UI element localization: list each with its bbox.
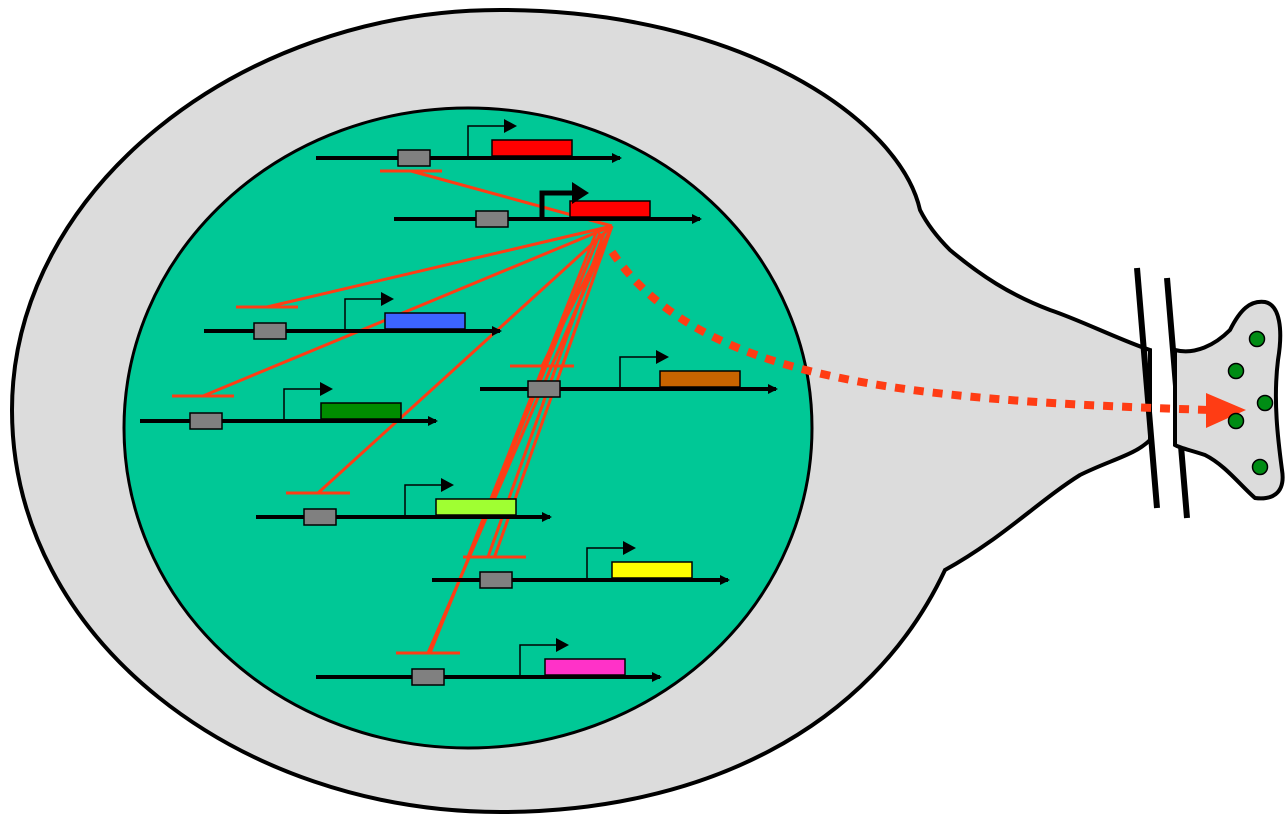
gene-tracks — [140, 119, 778, 686]
repression-line-5 — [316, 224, 614, 495]
bent-arrow-icon — [344, 292, 394, 331]
vesicle — [1227, 412, 1245, 430]
gene-body — [320, 402, 402, 420]
gene-body — [659, 370, 741, 388]
regulatory-element — [253, 322, 287, 340]
gene-body — [569, 200, 651, 218]
regulatory-element — [303, 508, 337, 526]
vesicle — [1251, 458, 1269, 476]
gene-track-5 — [256, 478, 552, 526]
gene-body — [435, 498, 517, 516]
target-terminal — [1173, 299, 1285, 501]
bent-arrow-icon — [519, 638, 569, 677]
gene-body — [611, 561, 693, 579]
regulatory-element — [479, 571, 513, 589]
synaptic-vesicles — [1227, 330, 1274, 476]
gene-track-7 — [316, 638, 662, 686]
regulatory-element — [189, 412, 223, 430]
bent-arrow-icon — [467, 119, 517, 158]
repression-line-2 — [266, 224, 613, 309]
regulatory-element — [411, 668, 445, 686]
bent-arrow-icon — [283, 382, 333, 421]
dotted-arrow-icon — [608, 249, 1211, 414]
signal-arrowhead — [1206, 393, 1246, 428]
nucleus — [122, 106, 814, 750]
signal-output — [608, 249, 1246, 428]
bent-arrow-icon — [586, 541, 636, 580]
regulatory-element — [397, 149, 431, 167]
gene-track-4 — [480, 350, 778, 398]
gene-track-6 — [432, 541, 730, 589]
vesicle — [1248, 330, 1266, 348]
synapse-membrane-left — [1134, 267, 1160, 509]
gene-body — [384, 312, 466, 330]
regulatory-element — [527, 380, 561, 398]
bent-arrow-icon — [404, 478, 454, 517]
gene-body — [491, 139, 573, 157]
vesicle — [1227, 362, 1245, 380]
regulatory-element — [475, 210, 509, 228]
vesicle — [1256, 394, 1274, 412]
gene-track-1 — [316, 119, 622, 167]
gene-body — [544, 658, 626, 676]
gene-track-2 — [204, 292, 502, 340]
bent-arrow-icon — [619, 350, 669, 389]
repression-line-extra-3 — [428, 232, 602, 654]
bent-arrow-icon — [539, 182, 589, 219]
gene-track-3 — [140, 382, 438, 430]
active-gene — [394, 182, 702, 228]
repression-line-3 — [202, 224, 613, 398]
